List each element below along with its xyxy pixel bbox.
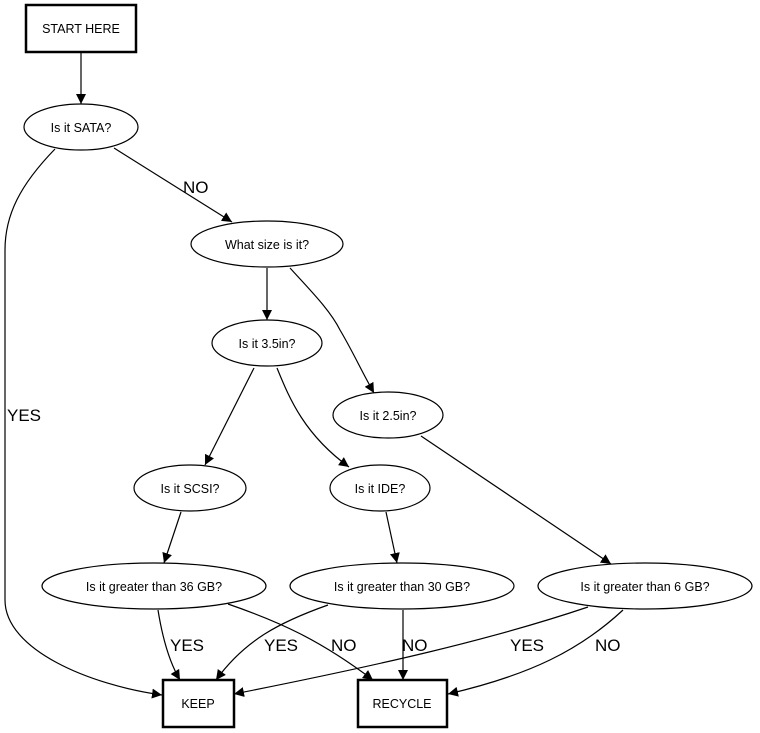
- edge-size-in25: [289, 267, 375, 394]
- edge-in35-ide: [276, 367, 350, 468]
- edge-gt6-keep: [233, 606, 589, 697]
- edge-gt36-recycle: [227, 603, 374, 681]
- node-sata-label: Is it SATA?: [51, 121, 112, 135]
- node-gt30: Is it greater than 30 GB?: [289, 562, 515, 610]
- node-in25: Is it 2.5in?: [332, 391, 444, 439]
- node-gt36: Is it greater than 36 GB?: [41, 562, 267, 610]
- edge-sata-keep: [4, 148, 163, 699]
- node-size-label: What size is it?: [225, 238, 309, 252]
- edge-in25-gt6: [420, 435, 612, 565]
- edge-scsi-gt36: [162, 511, 182, 564]
- node-ide-label: Is it IDE?: [355, 482, 406, 496]
- edge-label-gt6-no: NO: [595, 636, 621, 655]
- edge-gt30-keep: [215, 604, 329, 681]
- node-gt36-label: Is it greater than 36 GB?: [86, 580, 222, 594]
- node-gt30-label: Is it greater than 30 GB?: [334, 580, 470, 594]
- edge-label-gt36-no: NO: [331, 636, 357, 655]
- edge-label-sata-no: NO: [183, 178, 209, 197]
- edge-gt6-recycle: [447, 609, 624, 697]
- node-sata: Is it SATA?: [23, 103, 139, 151]
- node-keep: KEEP: [161, 678, 236, 729]
- edge-ide-gt30: [385, 511, 400, 564]
- edge-gt36-keep: [157, 609, 181, 681]
- node-start-label: START HERE: [42, 22, 120, 36]
- edge-sata-size: [113, 147, 233, 223]
- node-in35-label: Is it 3.5in?: [239, 337, 296, 351]
- node-in25-label: Is it 2.5in?: [360, 409, 417, 423]
- edge-label-gt30-no: NO: [402, 636, 428, 655]
- node-scsi: Is it SCSI?: [133, 464, 247, 512]
- node-size: What size is it?: [190, 220, 344, 268]
- node-in35: Is it 3.5in?: [211, 319, 323, 367]
- node-recycle: RECYCLE: [356, 678, 449, 729]
- node-keep-label: KEEP: [181, 697, 214, 711]
- node-gt6-label: Is it greater than 6 GB?: [580, 580, 709, 594]
- edge-label-gt6-yes: YES: [510, 636, 544, 655]
- node-ide: Is it IDE?: [329, 464, 431, 512]
- edge-label-sata-yes: YES: [7, 406, 41, 425]
- node-scsi-label: Is it SCSI?: [160, 482, 219, 496]
- edge-label-gt36-yes: YES: [170, 636, 204, 655]
- edge-label-gt30-yes: YES: [264, 636, 298, 655]
- node-start: START HERE: [24, 3, 138, 54]
- node-gt6: Is it greater than 6 GB?: [537, 562, 753, 610]
- node-recycle-label: RECYCLE: [372, 697, 431, 711]
- edge-in35-scsi: [204, 367, 255, 466]
